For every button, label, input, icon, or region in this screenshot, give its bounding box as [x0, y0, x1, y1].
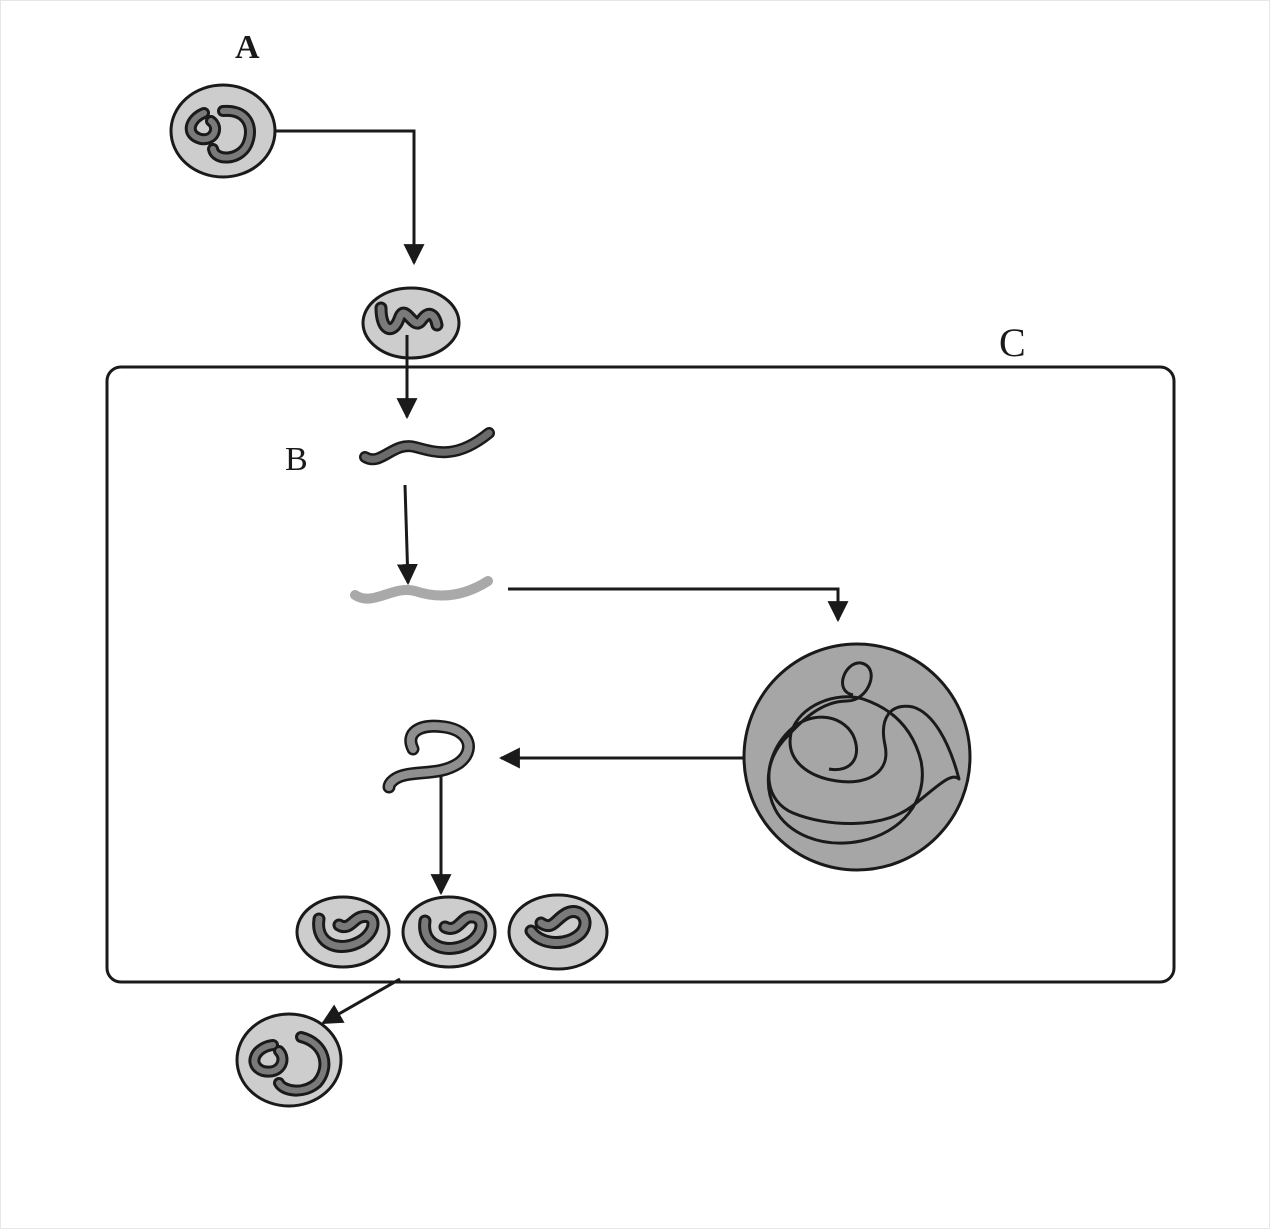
new-particle-2 [401, 895, 497, 969]
label-b: B [285, 441, 308, 478]
label-a: A [235, 29, 260, 66]
arrow-a-to-membrane [276, 129, 425, 266]
compartment-c-box [105, 365, 1176, 984]
replication-sphere [742, 642, 972, 872]
new-particle-1 [295, 895, 391, 969]
particle-entering [361, 286, 461, 360]
strand-light [350, 576, 493, 604]
strand-b [359, 427, 495, 466]
arrow-release [321, 977, 401, 1025]
new-particle-3 [507, 893, 609, 971]
particle-released [235, 1012, 343, 1108]
particle-a [169, 83, 277, 179]
arrow-b-to-light-strand [396, 484, 418, 586]
arrow-strand-to-sphere [508, 587, 849, 623]
label-c: C [999, 320, 1026, 365]
strand-folded [382, 719, 475, 794]
